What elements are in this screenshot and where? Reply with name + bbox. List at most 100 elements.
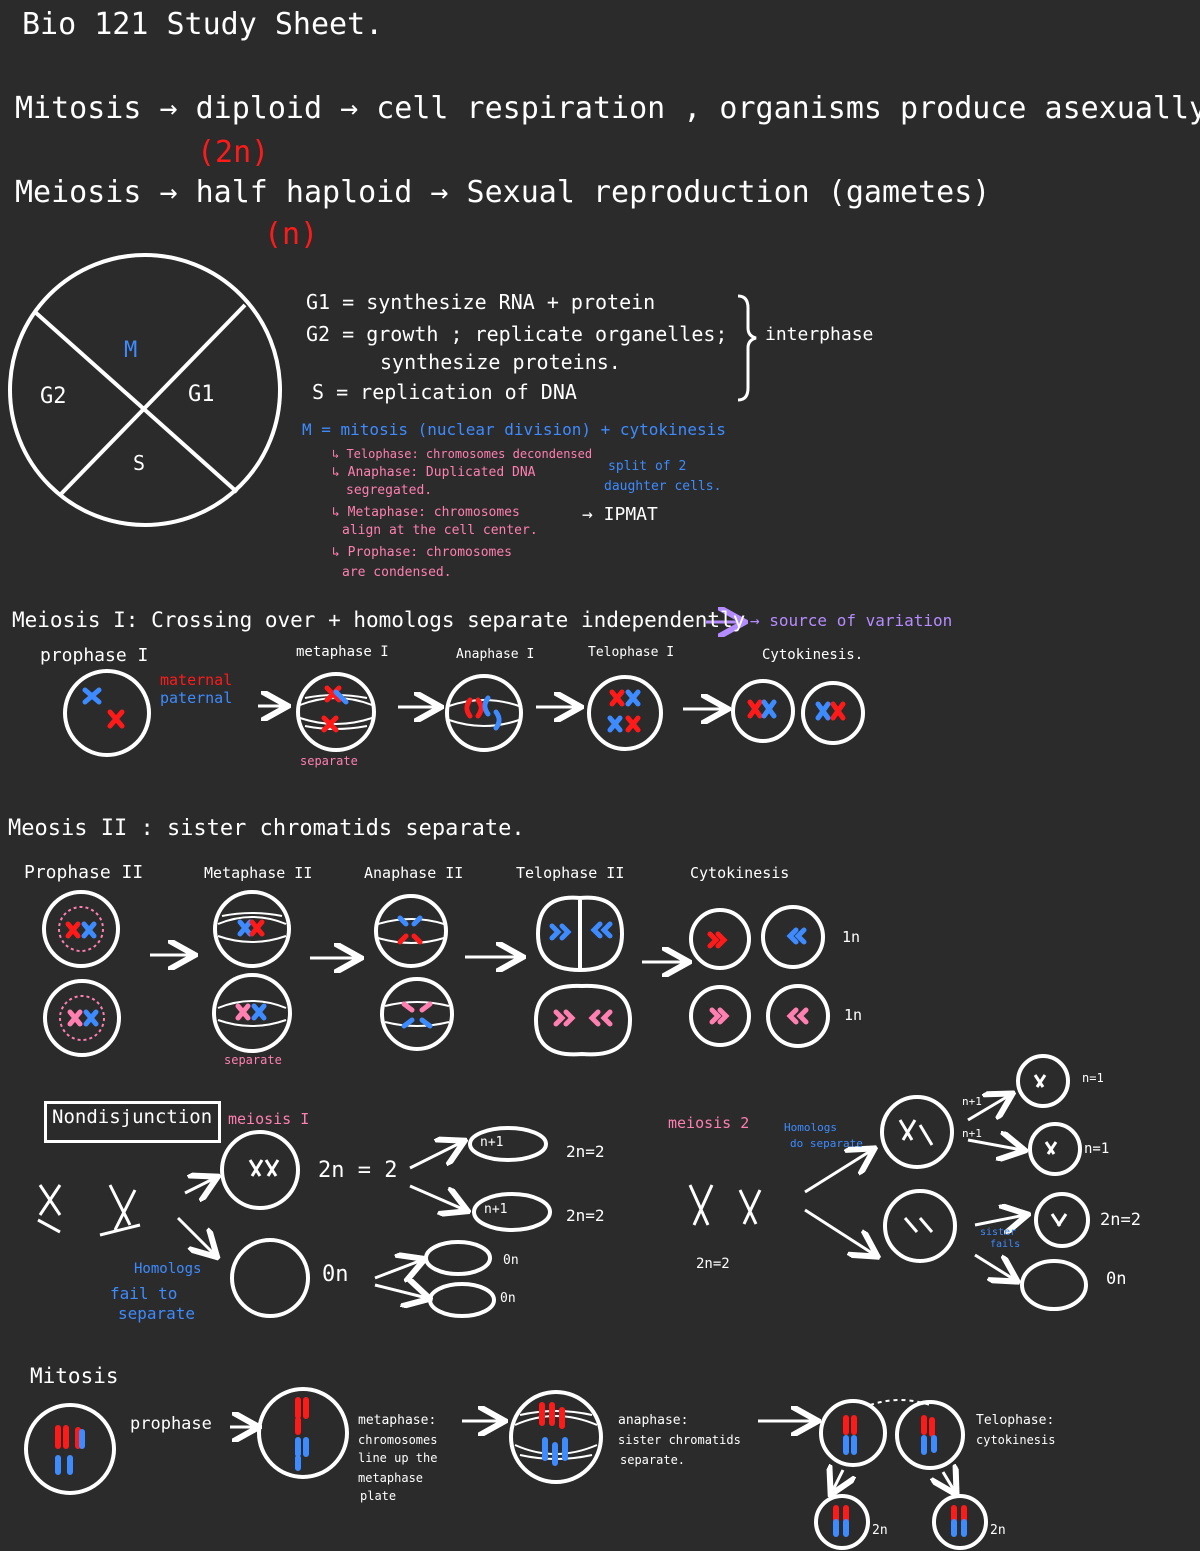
nd-meiosis2-label: meiosis 2 [668, 1114, 750, 1132]
meiosis1-heading: Meiosis I: Crossing over + homologs sepa… [12, 608, 746, 632]
nd-fail-a: Homologs [134, 1261, 202, 1277]
meiosis1-stage-cytokinesis: Cytokinesis. [762, 647, 864, 663]
page-title: Bio 121 Study Sheet. [22, 7, 384, 42]
meiosis1-arrows [258, 706, 725, 709]
meiosis2-stage-telophase: Telophase II [516, 864, 625, 882]
prophase-note-cont: are condensed. [342, 565, 452, 580]
meiosis1-stage-prophase: prophase I [40, 645, 149, 666]
interphase-bracket [737, 294, 757, 402]
cycle-label-m: M [124, 338, 138, 363]
nd-result-1: n=1 [1082, 1071, 1104, 1085]
maternal-label: maternal [160, 671, 233, 689]
cycle-label-g1: G1 [188, 382, 215, 407]
nd-sister-a: sister [980, 1227, 1017, 1238]
nondisjunction-diagram [220, 1054, 1090, 1318]
prophase-note: ↳ Prophase: chromosomes [332, 545, 513, 560]
nd-2n-label: 2n = 2 [318, 1158, 398, 1183]
mitosis-arrows [230, 1421, 955, 1492]
cell-cycle-diagram [8, 253, 282, 527]
meiosis1-stage-anaphase: Anaphase I [456, 647, 535, 662]
meiosis1-cells [63, 669, 865, 757]
meiosis2-1n-top: 1n [842, 928, 861, 946]
nd-2n-left: 2n=2 [696, 1256, 730, 1272]
meiosis2-stage-prophase: Prophase II [24, 862, 144, 883]
meiosis-ploidy: (n) [264, 217, 319, 252]
meiosis2-stage-cytokinesis: Cytokinesis [690, 864, 790, 882]
mitosis-spindles [514, 1399, 931, 1460]
paternal-label: paternal [160, 689, 233, 707]
meiosis1-chromosomes [82, 685, 846, 733]
nondisjunction-chromosomes [37, 1074, 1068, 1237]
meiosis2-stage-anaphase: Anaphase II [364, 864, 464, 882]
cycle-label-s: S [133, 451, 146, 475]
mitosis-ploidy: (2n) [197, 135, 270, 170]
nd-gamete2-label: n+1 [484, 1202, 508, 1217]
telophase-note: ↳ Telophase: chromosomes decondensed [332, 447, 593, 461]
meiosis2-dashed-nuclei [58, 906, 105, 1041]
g2-definition: G2 = growth ; replicate organelles; [306, 322, 728, 346]
mitosis-anaphase-a: anaphase: [618, 1413, 689, 1428]
nd-meiosis1-label: meiosis I [228, 1110, 310, 1128]
nd-0n-label: 0n [322, 1262, 349, 1287]
mitosis-heading: Mitosis [30, 1364, 119, 1388]
interphase-label: interphase [765, 324, 874, 345]
mitosis-daughter-2: 2n [990, 1523, 1006, 1538]
meiosis-summary: Meiosis → half haploid → Sexual reproduc… [15, 175, 991, 210]
nd-fail-b: fail to [110, 1284, 178, 1303]
m-definition: M = mitosis (nuclear division) + cytokin… [302, 420, 726, 439]
mitosis-anaphase-c: separate. [620, 1453, 686, 1467]
meiosis1-stage-metaphase: metaphase I [296, 644, 389, 660]
nd-sister-b: fails [990, 1239, 1021, 1250]
mitosis-metaphase-a: metaphase: [358, 1413, 437, 1428]
mitosis-telophase-a: Telophase: [976, 1413, 1055, 1428]
meiosis2-spindles [217, 912, 450, 1027]
meiosis2-heading: Meosis II : sister chromatids separate. [8, 816, 525, 841]
anaphase-note-cont: segregated. [346, 483, 433, 498]
split-note-cont: daughter cells. [604, 479, 722, 494]
nd-fail-c: separate [118, 1304, 196, 1323]
nd-homologs-sep-a: Homologs [784, 1121, 837, 1134]
nd-zero-b: 0n [500, 1291, 516, 1306]
mitosis-metaphase-c: line up the [358, 1451, 438, 1465]
mitosis-telophase-b: cytokinesis [976, 1433, 1056, 1447]
nondisjunction-title: Nondisjunction [52, 1106, 213, 1128]
nd-gamete2-side: 2n=2 [566, 1206, 605, 1225]
cycle-label-g2: G2 [40, 384, 67, 409]
nd-n1-a: n+1 [962, 1095, 982, 1108]
meiosis2-stage-metaphase: Metaphase II [204, 864, 313, 882]
mitosis-cells [24, 1387, 988, 1550]
nondisjunction-arrows [176, 1095, 1025, 1298]
g2-definition-cont: synthesize proteins. [380, 350, 621, 374]
mitosis-anaphase-b: sister chromatids [618, 1433, 741, 1447]
meiosis1-stage-telophase: Telophase I [588, 645, 675, 660]
nd-homologs-sep-b: do separate [790, 1137, 863, 1150]
meiosis2-separate: separate [224, 1053, 282, 1067]
meiosis2-arrows [150, 955, 686, 962]
g1-definition: G1 = synthesize RNA + protein [306, 290, 656, 314]
mitosis-metaphase-d: metaphase [358, 1471, 424, 1485]
metaphase-note-cont: align at the cell center. [342, 523, 538, 538]
nd-gamete1-side: 2n=2 [566, 1142, 605, 1161]
mitosis-metaphase-b: chromosomes [358, 1433, 438, 1447]
mitosis-metaphase-e: plate [360, 1489, 397, 1503]
nd-result-4: 0n [1106, 1269, 1127, 1289]
mitosis-chromosomes [55, 1397, 967, 1537]
mitosis-prophase: prophase [130, 1414, 212, 1434]
metaphase-note: ↳ Metaphase: chromosomes [332, 505, 520, 520]
split-note: split of 2 [608, 459, 687, 474]
s-definition: S = replication of DNA [312, 380, 577, 404]
nd-result-3: 2n=2 [1100, 1210, 1141, 1230]
meiosis2-1n-bottom: 1n [844, 1006, 863, 1024]
nd-zero-a: 0n [503, 1253, 519, 1268]
anaphase-note: ↳ Anaphase: Duplicated DNA [332, 465, 536, 480]
ipmat-mnemonic: → IPMAT [582, 504, 658, 525]
nd-result-2: n=1 [1084, 1141, 1110, 1157]
meiosis1-separate: separate [300, 754, 358, 768]
variation-label: → source of variation [750, 611, 953, 630]
nd-n1-b: n+1 [962, 1127, 982, 1140]
mitosis-summary: Mitosis → diploid → cell respiration , o… [15, 91, 1200, 126]
meiosis2-cells [42, 890, 830, 1057]
mitosis-daughter-1: 2n [872, 1523, 888, 1538]
nondisjunction-box [44, 1101, 221, 1143]
